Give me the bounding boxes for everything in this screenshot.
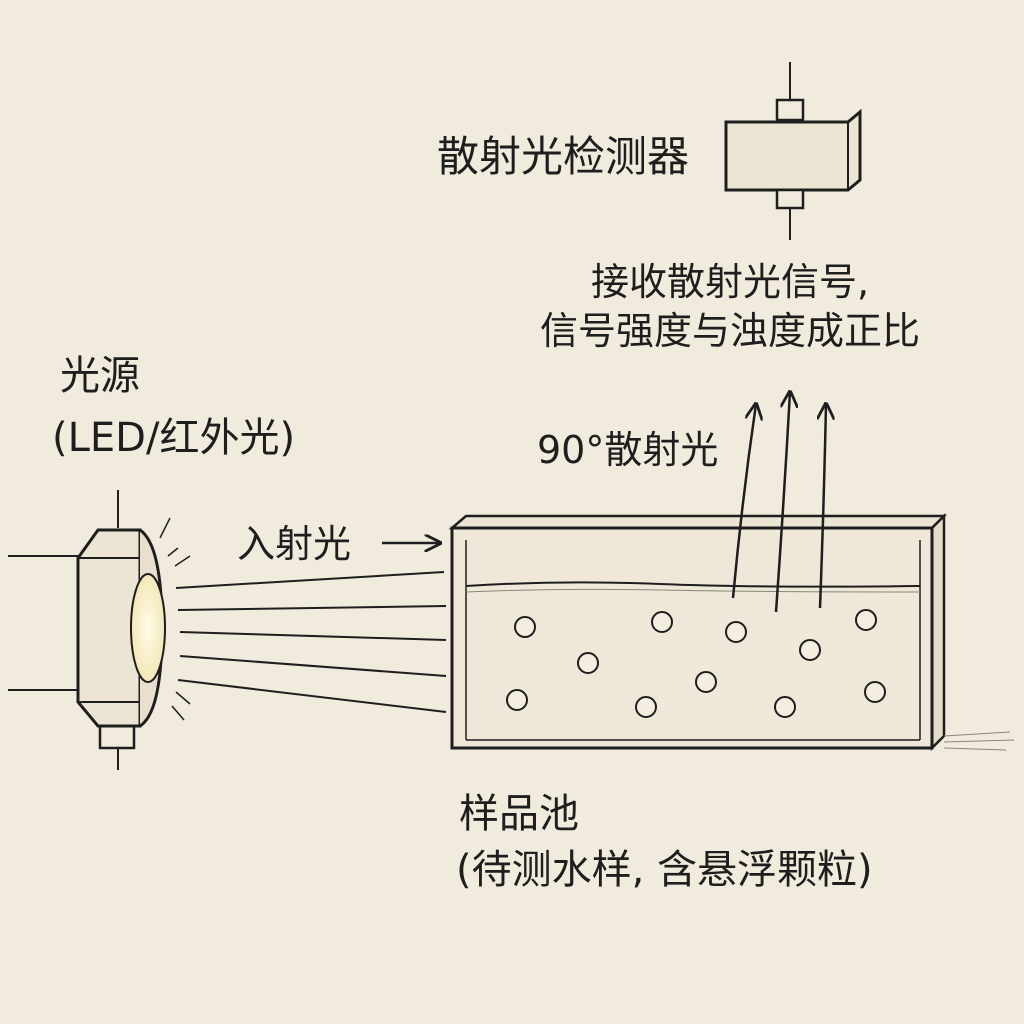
- particle: [506, 689, 528, 711]
- light-source: [8, 490, 191, 770]
- particle: [695, 671, 717, 693]
- light-source-type-label: (LED/红外光): [52, 415, 296, 461]
- lens-glow: [130, 573, 166, 683]
- particle: [774, 696, 796, 718]
- incident-light-label: 入射光: [237, 522, 352, 566]
- signal-note-line-2: 信号强度与浊度成正比: [540, 309, 921, 354]
- particle: [855, 609, 877, 631]
- particle: [577, 652, 599, 674]
- suspended-particles: [506, 609, 886, 718]
- arrow-up-icon: [731, 392, 826, 613]
- particle: [799, 639, 821, 661]
- particle: [725, 621, 747, 643]
- particle: [635, 696, 657, 718]
- particle: [514, 616, 536, 638]
- signal-note-line-1: 接收散射光信号,: [590, 260, 870, 304]
- signal-note: 接收散射光信号, 信号强度与浊度成正比: [540, 258, 920, 357]
- sample-cell-desc-label: (待测水样, 含悬浮颗粒): [456, 847, 873, 893]
- detector-label: 散射光检测器: [437, 132, 690, 181]
- particle: [651, 611, 673, 633]
- scattered-light-label: 90°散射光: [537, 428, 719, 472]
- particle: [864, 681, 886, 703]
- light-source-label: 光源: [60, 353, 140, 399]
- sample-cell: [448, 512, 1015, 752]
- incident-light-beams: [175, 571, 447, 713]
- scattered-light-detector: [724, 62, 862, 240]
- sample-cell-label: 样品池: [459, 791, 579, 837]
